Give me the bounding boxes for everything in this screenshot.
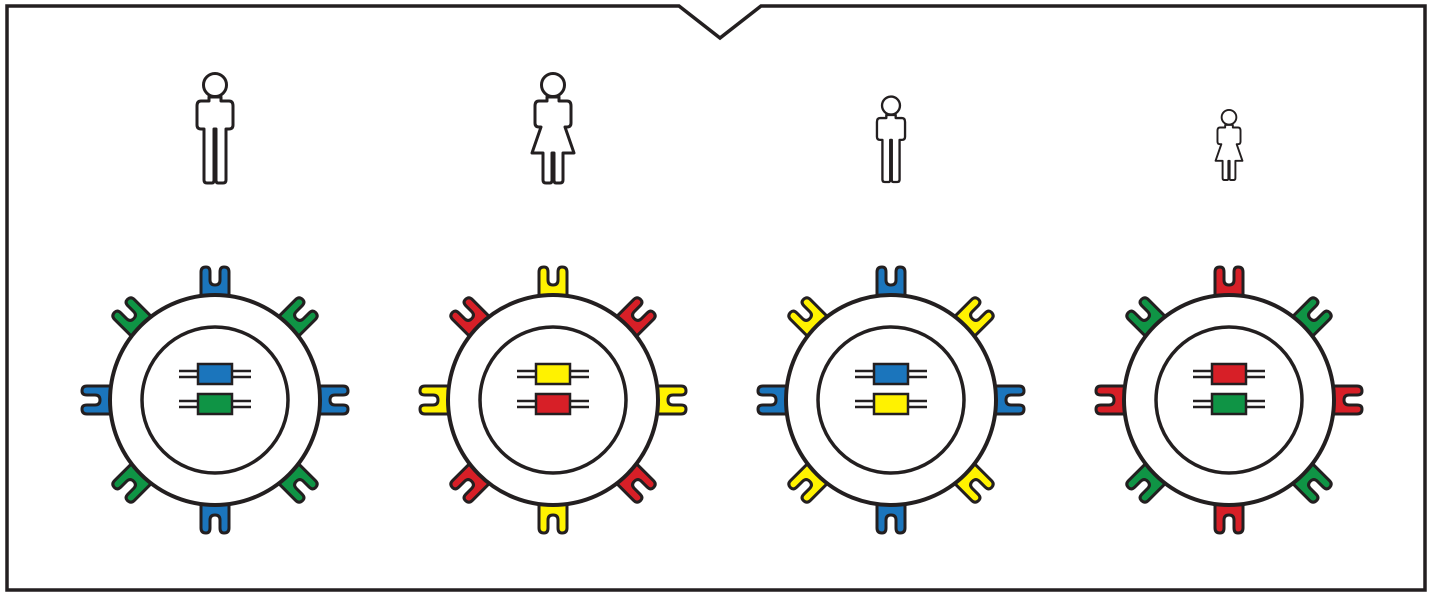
receptor — [1331, 384, 1364, 416]
gene-pair — [517, 362, 589, 416]
receptor — [1125, 296, 1167, 338]
receptor — [1291, 296, 1333, 338]
gene-bar — [855, 392, 927, 416]
receptor — [277, 296, 319, 338]
girl-icon — [1214, 108, 1244, 181]
receptor — [537, 265, 569, 298]
body — [1214, 123, 1244, 181]
receptor — [199, 265, 231, 298]
receptor — [993, 384, 1026, 416]
receptor — [111, 462, 153, 504]
panel-2 — [418, 72, 688, 535]
receptors — [1094, 265, 1364, 535]
man-icon — [195, 72, 235, 185]
receptor — [875, 502, 907, 535]
gene-bar — [517, 362, 589, 386]
woman-icon — [530, 72, 576, 185]
panel-1 — [80, 72, 350, 535]
receptor — [953, 462, 995, 504]
receptor — [449, 296, 491, 338]
gene-bar — [1193, 392, 1265, 416]
receptor — [1125, 462, 1167, 504]
receptor — [449, 462, 491, 504]
receptor — [537, 502, 569, 535]
panels — [80, 72, 1364, 535]
gene-pair — [855, 362, 927, 416]
receptor — [953, 296, 995, 338]
gene-bar — [179, 392, 251, 416]
panel-3 — [756, 95, 1026, 535]
receptors — [756, 265, 1026, 535]
receptor — [277, 462, 319, 504]
receptors — [418, 265, 688, 535]
gene-bar — [1193, 362, 1265, 386]
gene-pair — [179, 362, 251, 416]
callout-frame — [5, 4, 1427, 592]
receptor — [1213, 265, 1245, 298]
gene-bar — [855, 362, 927, 386]
gene-bar — [179, 362, 251, 386]
receptors — [80, 265, 350, 535]
frame-border — [5, 4, 1427, 592]
receptor — [1094, 384, 1127, 416]
receptor — [418, 384, 451, 416]
boy-icon — [875, 95, 907, 184]
body — [530, 95, 576, 185]
receptor — [1213, 502, 1245, 535]
receptor — [615, 462, 657, 504]
receptor — [615, 296, 657, 338]
gene-pair — [1193, 362, 1265, 416]
receptor — [787, 296, 829, 338]
receptor — [655, 384, 688, 416]
receptor — [80, 384, 113, 416]
receptor — [199, 502, 231, 535]
receptor — [875, 265, 907, 298]
body — [875, 113, 907, 184]
receptor — [1291, 462, 1333, 504]
body — [195, 95, 235, 185]
panel-4 — [1094, 108, 1364, 535]
receptor — [787, 462, 829, 504]
gene-bar — [517, 392, 589, 416]
receptor — [317, 384, 350, 416]
receptor — [756, 384, 789, 416]
receptor — [111, 296, 153, 338]
